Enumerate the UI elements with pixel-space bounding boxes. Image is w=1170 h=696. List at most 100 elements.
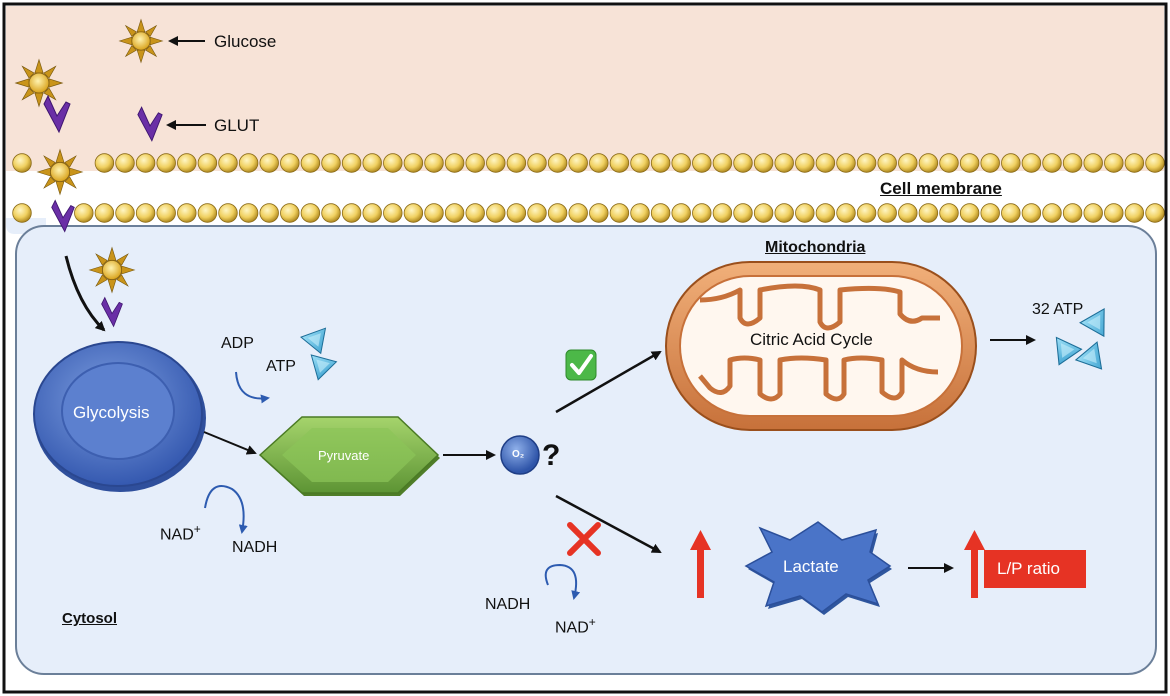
lactate-label: Lactate: [783, 557, 839, 576]
membrane-bead: [1042, 153, 1062, 173]
membrane-bead: [300, 153, 321, 173]
membrane-bead: [218, 153, 238, 173]
membrane-bead: [383, 203, 403, 223]
citric-acid-cycle-label: Citric Acid Cycle: [750, 330, 873, 349]
membrane-bead: [259, 203, 279, 223]
membrane-bead: [692, 153, 712, 173]
membrane-bead: [177, 203, 197, 223]
membrane-bead: [341, 153, 362, 173]
membrane-bead: [1083, 153, 1103, 173]
membrane-bead: [1001, 203, 1021, 223]
glucose-transit-icon: [37, 149, 83, 195]
membrane-bead: [506, 153, 527, 173]
membrane-bead: [238, 153, 259, 173]
membrane-bead: [980, 203, 1000, 223]
nadh-bottom-label: NADH: [485, 596, 531, 613]
membrane-bead: [939, 203, 959, 223]
nad-plus-label: NAD+: [160, 522, 201, 544]
lactate-node: [744, 521, 892, 613]
membrane-bead: [383, 153, 403, 173]
membrane-bead: [1083, 203, 1103, 223]
membrane-bead: [630, 203, 650, 223]
membrane-bead: [444, 153, 465, 173]
adp-label: ADP: [221, 335, 254, 352]
membrane-bead: [1145, 203, 1165, 223]
membrane-bead: [918, 153, 939, 173]
glucose-cytosol-icon: [89, 247, 135, 293]
membrane-bead: [1124, 203, 1145, 223]
membrane-bead: [156, 203, 176, 223]
question-mark-label: ?: [542, 439, 561, 472]
membrane-bead: [609, 153, 630, 173]
membrane-bead: [898, 203, 918, 223]
glucose-bound-icon: [15, 59, 63, 107]
membrane-bead: [527, 153, 547, 173]
atp-32-label: 32 ATP: [1032, 301, 1084, 318]
membrane-bead: [218, 203, 238, 223]
membrane-bead: [197, 153, 218, 173]
membrane-bead: [12, 203, 32, 223]
glucose-icon: [119, 19, 163, 63]
lp-ratio-label: L/P ratio: [997, 559, 1061, 578]
glycolysis-to-pyruvate-arrow: [203, 431, 257, 455]
glycolysis-label: Glycolysis: [73, 403, 150, 422]
membrane-bead: [94, 153, 115, 173]
membrane-bead: [362, 153, 382, 173]
membrane-bead: [671, 153, 691, 173]
membrane-bead: [733, 203, 753, 223]
membrane-bead: [465, 203, 485, 223]
membrane-bead: [898, 153, 918, 173]
nadh-label: NADH: [232, 539, 278, 556]
membrane-bead: [1145, 153, 1165, 173]
membrane-bead: [12, 153, 32, 173]
membrane-bead: [259, 153, 279, 173]
membrane-bead: [444, 203, 465, 223]
mitochondria-matrix: [679, 275, 963, 417]
up-arrow-icon: [964, 530, 985, 598]
membrane-bead: [506, 203, 527, 223]
membrane-bead: [815, 153, 836, 173]
membrane-bead: [712, 203, 733, 223]
membrane-bead: [403, 153, 424, 173]
membrane-bead: [1104, 153, 1124, 173]
membrane-bead: [980, 153, 1000, 173]
atp-label: ATP: [266, 358, 296, 375]
membrane-bead: [1062, 153, 1083, 173]
membrane-bead: [692, 203, 712, 223]
nadh-nad-arrow: [544, 563, 581, 600]
membrane-bead: [753, 203, 774, 223]
anaerobic-path-arrow: [555, 494, 662, 554]
membrane-bead: [836, 153, 856, 173]
membrane-bead: [177, 153, 197, 173]
membrane-bead: [753, 153, 774, 173]
membrane-bead: [321, 203, 341, 223]
membrane-bead: [135, 203, 156, 223]
membrane-bead: [156, 153, 176, 173]
pyruvate-label: Pyruvate: [318, 448, 370, 463]
membrane-bead: [671, 203, 691, 223]
membrane-bead: [589, 203, 609, 223]
membrane-bottom-layer: [12, 203, 1165, 223]
membrane-bead: [877, 153, 897, 173]
extracellular-region: [6, 6, 1164, 171]
membrane-bead: [1124, 153, 1145, 173]
glut-label: GLUT: [214, 116, 260, 135]
membrane-bead: [486, 203, 506, 223]
membrane-bead: [609, 203, 630, 223]
membrane-bead: [733, 153, 753, 173]
membrane-bead: [568, 153, 588, 173]
mitochondria-cristae: [698, 283, 940, 402]
membrane-bead: [774, 203, 794, 223]
membrane-bead: [856, 203, 877, 223]
membrane-bead: [568, 203, 588, 223]
membrane-bead: [650, 153, 671, 173]
membrane-bead: [321, 153, 341, 173]
membrane-bead: [836, 203, 856, 223]
membrane-bead: [74, 203, 94, 223]
membrane-bead: [939, 153, 959, 173]
membrane-bead: [795, 203, 815, 223]
membrane-bead: [403, 203, 424, 223]
membrane-bead: [547, 203, 568, 223]
